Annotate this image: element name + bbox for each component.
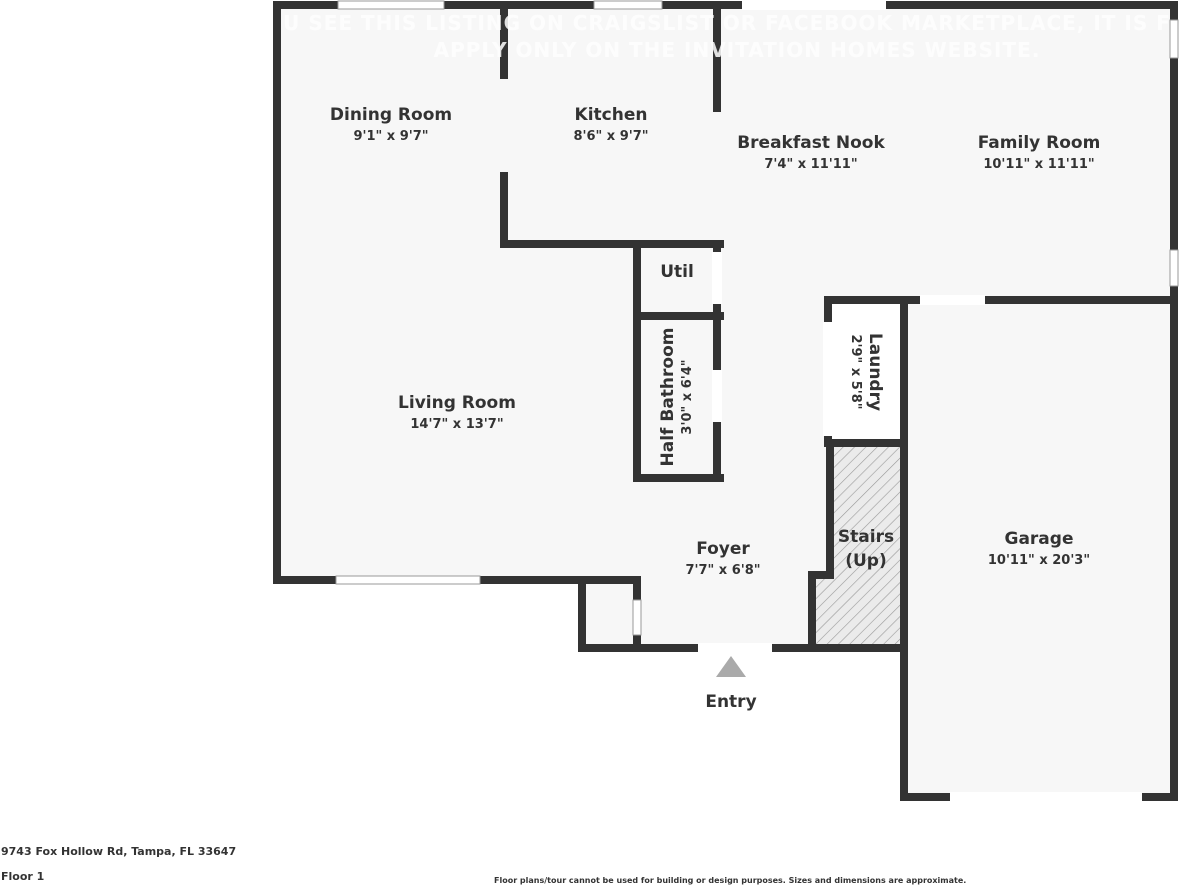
windows-and-openings	[335, 0, 1179, 802]
svg-text:APPLY ONLY ON THE INVITATION H: APPLY ONLY ON THE INVITATION HOMES WEBSI…	[434, 38, 1041, 62]
room-breakfast-nook: Breakfast Nook	[737, 133, 885, 153]
entry-label: Entry	[705, 692, 756, 712]
room-kitchen: Kitchen	[575, 105, 648, 125]
svg-text:7'4" x 11'11": 7'4" x 11'11"	[764, 157, 857, 172]
svg-text:10'11" x 11'11": 10'11" x 11'11"	[983, 157, 1094, 172]
svg-text:14'7" x 13'7": 14'7" x 13'7"	[410, 417, 503, 432]
watermark: U SEE THIS LISTING ON CRAIGSLIST OR FACE…	[283, 11, 1171, 62]
svg-text:2'9" x 5'8": 2'9" x 5'8"	[848, 334, 863, 409]
svg-text:3'0" x 6'4": 3'0" x 6'4"	[680, 359, 695, 434]
floor-area	[277, 5, 1174, 797]
room-stairs: Stairs	[838, 527, 894, 547]
room-garage: Garage	[1005, 529, 1074, 549]
floor-label: Floor 1	[1, 870, 45, 883]
room-dining: Dining Room	[330, 105, 452, 125]
room-half-bath: Half Bathroom	[658, 328, 678, 467]
disclaimer: Floor plans/tour cannot be used for buil…	[494, 876, 967, 885]
svg-text:8'6" x 9'7": 8'6" x 9'7"	[573, 129, 648, 144]
room-foyer: Foyer	[696, 539, 750, 559]
svg-text:7'7" x 6'8": 7'7" x 6'8"	[685, 563, 760, 578]
room-laundry: Laundry	[865, 333, 885, 411]
svg-text:10'11" x 20'3": 10'11" x 20'3"	[988, 553, 1090, 568]
svg-text:U SEE THIS LISTING ON CRAIGSLI: U SEE THIS LISTING ON CRAIGSLIST OR FACE…	[283, 11, 1171, 35]
room-family: Family Room	[978, 133, 1101, 153]
room-labels: Dining Room 9'1" x 9'7" Kitchen 8'6" x 9…	[330, 105, 1100, 712]
svg-text:9'1" x 9'7": 9'1" x 9'7"	[353, 129, 428, 144]
svg-text:(Up): (Up)	[845, 551, 887, 571]
address: 9743 Fox Hollow Rd, Tampa, FL 33647	[1, 845, 237, 858]
room-util: Util	[660, 262, 694, 282]
entry-arrow-icon	[716, 656, 746, 677]
room-living: Living Room	[398, 393, 516, 413]
